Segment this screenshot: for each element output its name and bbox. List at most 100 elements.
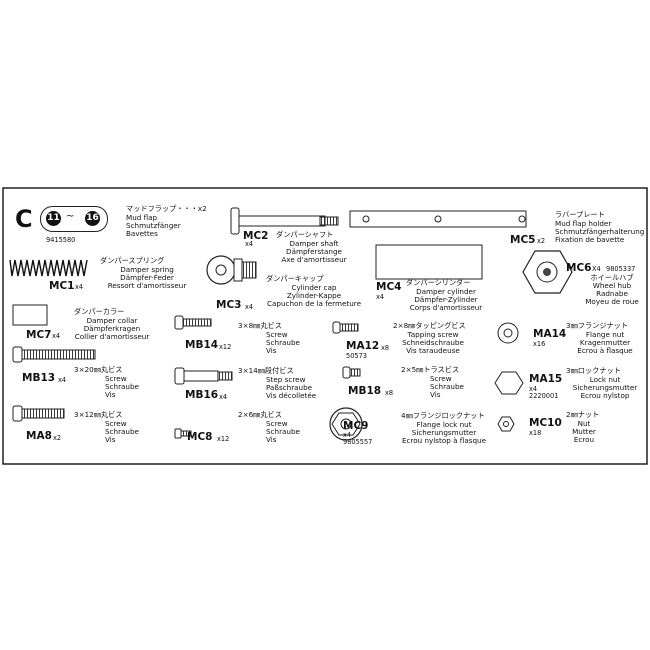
mb14-names: Screw Schraube Vis xyxy=(266,331,300,355)
screw-mb18-drawing xyxy=(342,366,361,379)
mc4-en: Damper cylinder xyxy=(416,287,476,296)
ma8-names: Screw Schraube Vis xyxy=(105,420,139,444)
mc6-part-number: 9805337 xyxy=(606,265,636,273)
mb18-qty: x8 xyxy=(385,389,394,397)
parts-illustrations xyxy=(2,187,648,465)
ma8-code: MA8 xyxy=(26,430,52,442)
mudflap-names: Mud flap Schmutzfänger Bavettes xyxy=(126,214,181,238)
mc5-de: Schmutzfängerhalterung xyxy=(555,227,645,236)
mb14-code: MB14 xyxy=(185,339,219,351)
mc3-qty: x4 xyxy=(245,303,254,311)
mc2-code: MC2 xyxy=(243,230,269,242)
mc6-names: ホイールハブ Wheel hub Radnabe Moyeu de roue xyxy=(574,274,650,306)
mc5-qty: x2 xyxy=(537,237,546,245)
screw-mb14-drawing xyxy=(174,315,212,330)
mud-flap-holder-drawing xyxy=(349,210,527,228)
ma15-de: Sicherungsmutter xyxy=(572,383,638,392)
ma15-code: MA15 xyxy=(529,373,563,385)
step-from-badge: 11 xyxy=(46,211,61,226)
screw-ma8-drawing xyxy=(12,405,65,422)
mb16-names: Step screw Paßschraube Vis décolletée xyxy=(266,376,316,400)
mc2-names: Damper shaft Dämpferstange Axe d'amortis… xyxy=(264,240,364,264)
mc9-en: Flange lock nut xyxy=(416,420,472,429)
ma12-fr: Vis taraudeuse xyxy=(406,346,460,355)
mc10-jp: 2㎜ナット xyxy=(566,410,600,419)
mc6-qty: X4 xyxy=(592,265,601,273)
mc2-fr: Axe d'amortisseur xyxy=(281,255,347,264)
ma15-part-number: 2220001 xyxy=(529,392,559,400)
mc4-code: MC4 xyxy=(376,281,402,293)
mudflap-fr: Bavettes xyxy=(126,229,158,238)
mb13-en: Screw xyxy=(105,374,127,383)
mc10-fr: Ecrou xyxy=(573,435,595,444)
ma12-jp: 2×8㎜タッピングビス xyxy=(393,321,466,330)
screw-mc8-drawing xyxy=(174,428,192,439)
mc1-code: MC1 xyxy=(49,280,75,292)
mc6-fr: Moyeu de roue xyxy=(585,297,639,306)
parts-sheet: C 11 ~ 16 9415580 マッドフラップ・・・x2 Mud flap … xyxy=(2,187,648,465)
mc8-qty: x12 xyxy=(217,435,230,443)
mb14-qty: x12 xyxy=(219,343,232,351)
screw-mb13-drawing xyxy=(12,346,96,363)
mc1-de: Dämpfer-Feder xyxy=(120,273,174,282)
mb16-fr: Vis décolletée xyxy=(266,391,317,400)
mc4-names: Damper cylinder Dämpfer-Zylinder Corps d… xyxy=(398,288,494,312)
damper-collar-drawing xyxy=(12,304,48,326)
mc7-de: Dämpferkragen xyxy=(83,324,141,333)
mc9-code: MC9 xyxy=(343,420,369,432)
ma14-jp: 3㎜フランジナット xyxy=(566,321,629,330)
ma12-qty: x8 xyxy=(381,344,390,352)
lock-nut-ma15-drawing xyxy=(494,371,524,395)
ma8-fr: Vis xyxy=(105,435,116,444)
ma8-jp: 3×12㎜丸ビス xyxy=(74,410,123,419)
mc7-code: MC7 xyxy=(26,329,52,341)
mb14-de: Schraube xyxy=(266,338,300,347)
nut-mc10-drawing xyxy=(497,416,515,432)
mc3-names: Cylinder cap Zylinder-Kappe Capuchon de … xyxy=(258,284,370,308)
mb13-jp: 3×20㎜丸ビス xyxy=(74,365,123,374)
mc10-code: MC10 xyxy=(529,417,562,429)
mc9-fr: Ecrou nylstop à flasque xyxy=(401,436,487,445)
tapping-screw-ma12-drawing xyxy=(332,321,359,334)
mc4-fr: Corps d'amortisseur xyxy=(409,303,483,312)
ma8-en: Screw xyxy=(105,419,127,428)
mc5-jp: ラバープレート xyxy=(555,210,605,219)
mc9-de: Sicherungsmutter xyxy=(411,428,477,437)
mc9-part-number: 9805557 xyxy=(343,438,373,446)
mc7-names: Damper collar Dämpferkragen Collier d'am… xyxy=(66,317,158,341)
mc2-de: Dämpferstange xyxy=(286,247,342,256)
mc3-code: MC3 xyxy=(216,299,242,311)
mb18-jp: 2×5㎜トラスビス xyxy=(401,365,460,374)
mc10-de: Mutter xyxy=(572,427,596,436)
flange-lock-nut-mc9-drawing xyxy=(329,407,363,441)
mc10-en: Nut xyxy=(577,419,591,428)
mc6-de: Radnabe xyxy=(596,289,628,298)
ma15-jp: 3㎜ロックナット xyxy=(566,366,621,375)
mudflap-de: Schmutzfänger xyxy=(126,221,181,230)
mc1-en: Damper spring xyxy=(120,265,174,274)
mudflap-en: Mud flap xyxy=(126,213,158,222)
ma14-fr: Ecrou à flasque xyxy=(577,346,633,355)
mb13-qty: x4 xyxy=(58,376,67,384)
ma12-part-number: 50573 xyxy=(346,352,367,360)
mc2-qty: x4 xyxy=(245,240,254,248)
ma14-qty: x16 xyxy=(533,340,546,348)
ma12-code: MA12 xyxy=(346,340,380,352)
mc5-names: Mud flap holder Schmutzfängerhalterung F… xyxy=(555,220,644,244)
ma14-code: MA14 xyxy=(533,328,567,340)
mc6-jp: ホイールハブ xyxy=(590,273,634,282)
mudflap-jp: マッドフラップ・・・x2 xyxy=(126,204,207,213)
mc8-jp: 2×6㎜丸ビス xyxy=(238,410,282,419)
mc6-en: Wheel hub xyxy=(592,281,632,290)
mc8-names: Screw Schraube Vis xyxy=(266,420,300,444)
mc1-jp: ダンパースプリング xyxy=(100,256,165,265)
mb14-jp: 3×8㎜丸ビス xyxy=(238,321,282,330)
ma15-qty: x4 xyxy=(529,385,538,393)
ma15-fr: Ecrou nylstop xyxy=(580,391,630,400)
mc1-names: Damper spring Dämpfer-Feder Ressort d'am… xyxy=(92,266,202,290)
mc4-jp: ダンパーシリンダー xyxy=(406,278,471,287)
mc4-qty: x4 xyxy=(376,293,385,301)
mc7-qty: x4 xyxy=(52,332,61,340)
mc7-jp: ダンパーカラー xyxy=(74,307,125,316)
bag-letter: C xyxy=(15,205,33,233)
